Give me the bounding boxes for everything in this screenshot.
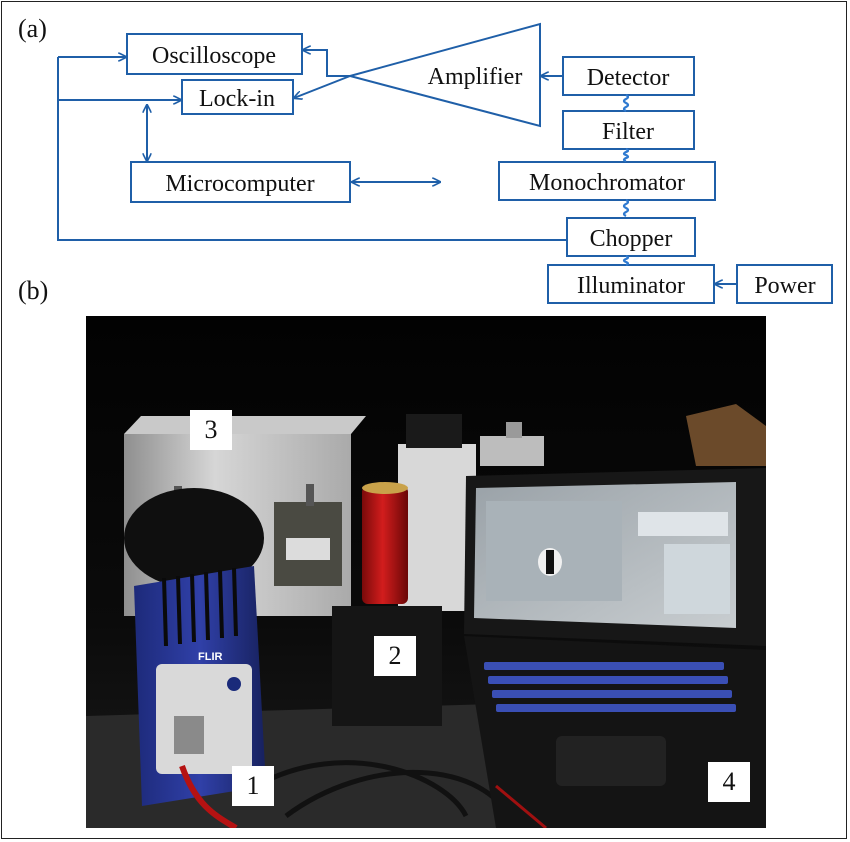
detector-box: [562, 56, 695, 96]
photo-label-4: 4: [708, 762, 750, 802]
amplifier-triangle: [346, 22, 541, 128]
laptop-touchpad: [556, 736, 666, 786]
screen-dialog-a: [638, 512, 728, 536]
red-detector: [362, 486, 408, 604]
camera-brand-text: FLIR: [198, 651, 222, 663]
laptop-red-trim: [495, 784, 547, 828]
filter-box: [562, 110, 695, 150]
chopper-box: [566, 217, 696, 257]
light-path-detector-filter: [622, 94, 630, 112]
block-diagram: Oscilloscope Lock-in Microcomputer Ampli…: [57, 22, 833, 304]
light-path-filter-mono: [622, 148, 630, 163]
setup-photo: FLIR 1 2 3 4: [86, 316, 766, 828]
screen-dialog-b: [664, 544, 730, 614]
camera-fins: [162, 567, 238, 647]
amp-to-oscilloscope-arrow: [303, 50, 350, 77]
illuminator-housing: [398, 444, 476, 611]
screen-sample-bar: [546, 550, 554, 574]
filter-label: Filter: [602, 119, 654, 145]
amp-to-lockin-arrow: [294, 75, 351, 98]
photo-label-1: 1: [232, 766, 274, 806]
light-path-mono-chopper: [622, 199, 630, 217]
monochromator-top: [124, 416, 366, 434]
cardboard-box: [686, 404, 766, 466]
amplifier-label: Amplifier: [428, 64, 523, 90]
power-supply-knob: [506, 422, 522, 438]
mono-sticker: [286, 538, 330, 560]
photo-label-2: 2: [374, 636, 416, 676]
monochromator-label: Monochromator: [529, 170, 685, 196]
chopper-feedback-line: [57, 57, 567, 241]
detector-cap: [362, 482, 408, 494]
camera-connector: [174, 716, 204, 754]
microcomputer-label: Microcomputer: [165, 171, 314, 197]
lockin-label: Lock-in: [199, 86, 275, 112]
panel-label-a: (a): [18, 14, 47, 43]
oscilloscope-label: Oscilloscope: [152, 43, 276, 69]
chopper-head: [406, 414, 462, 448]
setup-photo-drawing: FLIR: [86, 316, 766, 828]
monochromator-box: [498, 161, 716, 201]
power-box: [736, 264, 833, 304]
red-cable: [179, 765, 238, 828]
illuminator-box: [547, 264, 715, 304]
lockin-box: [181, 79, 294, 115]
laptop-keyboard: [484, 662, 736, 712]
chopper-label: Chopper: [590, 226, 673, 252]
power-supply-box: [480, 436, 544, 466]
microcomputer-box: [130, 161, 351, 203]
panel-label-b: (b): [18, 276, 49, 305]
light-path-chopper-illuminator: [622, 254, 630, 267]
illuminator-label: Illuminator: [577, 273, 685, 299]
detector-label: Detector: [587, 65, 670, 91]
power-label: Power: [754, 273, 815, 299]
mono-knob-right: [306, 484, 314, 506]
oscilloscope-box: [126, 33, 303, 75]
camera-button: [227, 677, 241, 691]
photo-label-3: 3: [190, 410, 232, 450]
camera-lens: [124, 488, 264, 588]
